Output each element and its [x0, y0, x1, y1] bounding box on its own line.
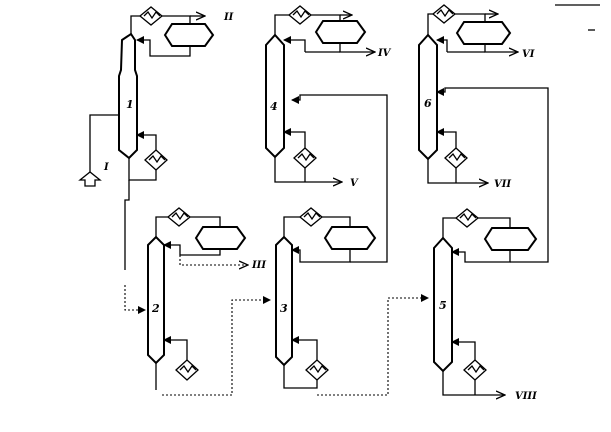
column-1: [118, 32, 138, 160]
reboiler-5: [463, 359, 487, 381]
reboiler-2: [175, 359, 199, 381]
column-6-label: 6: [424, 97, 432, 110]
stream-III-label: III: [251, 260, 266, 271]
stream-IV-label: IV: [377, 48, 392, 59]
reflux-drum-4: [314, 20, 367, 44]
feed-arrow-I: [78, 171, 102, 187]
reflux-drum-5: [483, 227, 538, 251]
reflux-drum-6: [455, 21, 512, 45]
column-4-label: 4: [270, 100, 278, 113]
reflux-drum-1: [163, 23, 215, 47]
stream-II-label: II: [223, 12, 234, 23]
reboiler-6: [444, 147, 468, 169]
reboiler-4: [293, 147, 317, 169]
column-3: [275, 235, 293, 367]
column-1-label: 1: [126, 98, 134, 111]
condenser-5: [454, 208, 480, 228]
column-3-label: 3: [280, 302, 288, 315]
reflux-drum-3: [323, 226, 377, 250]
stream-VI-label: VI: [522, 49, 535, 60]
stream-V-label: V: [350, 178, 359, 189]
condenser-1: [138, 6, 164, 26]
condenser-4: [287, 5, 313, 25]
column-5-label: 5: [439, 299, 447, 312]
reflux-drum-2: [194, 226, 247, 250]
reboiler-3: [305, 359, 329, 381]
column-2-label: 2: [151, 302, 160, 315]
column-2: [147, 235, 165, 365]
column-4: [265, 33, 285, 159]
condenser-3: [298, 207, 324, 227]
condenser-6: [431, 4, 457, 24]
stream-VIII-label: VIII: [515, 391, 537, 402]
condenser-2: [166, 207, 192, 227]
reboiler-1: [144, 149, 168, 171]
stream-VII-label: VII: [494, 179, 511, 190]
stream-I-label: I: [103, 162, 109, 173]
